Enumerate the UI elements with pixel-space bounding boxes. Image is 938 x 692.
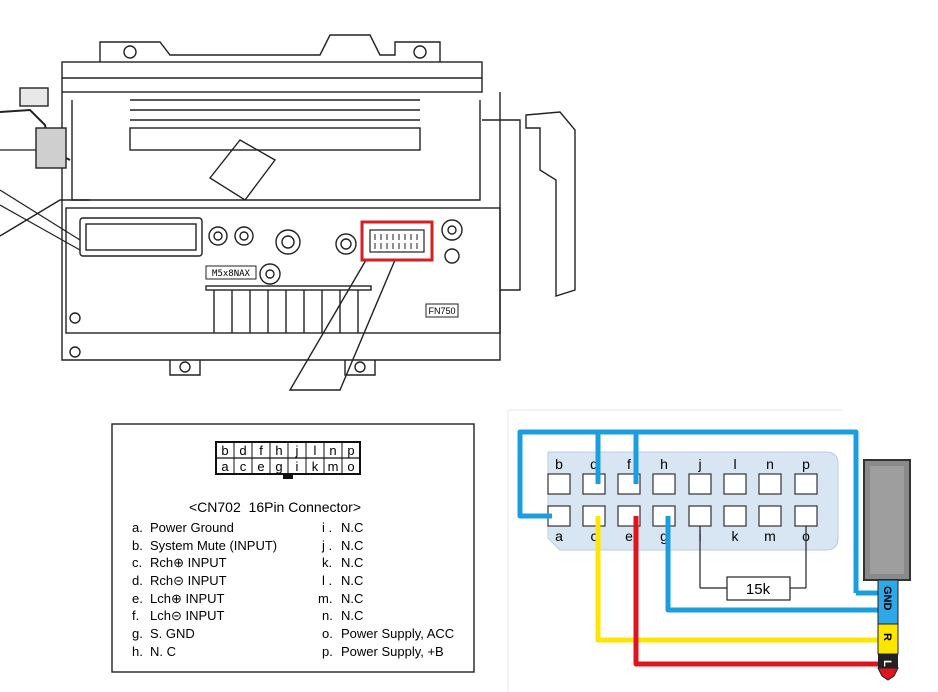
pin-box-n	[758, 473, 782, 495]
wiring-pin-top: h	[660, 456, 668, 472]
wiring-pin-top: f	[627, 456, 631, 472]
pin-description: System Mute (INPUT)	[150, 538, 277, 553]
pin-letter: f.	[132, 608, 139, 623]
pin-description: N.C	[341, 608, 363, 623]
left-channel-wire	[633, 516, 878, 667]
audio-plug	[863, 459, 911, 681]
code-label: FN750	[428, 306, 455, 316]
pin-letter: i .	[322, 520, 332, 535]
pin-description: Power Supply, +B	[341, 644, 444, 659]
pin-description: Power Ground	[150, 520, 234, 535]
pin-description: Lch⊝ INPUT	[150, 608, 225, 623]
pin-description: N. C	[150, 644, 176, 659]
wiring-pin-bottom: k	[732, 528, 740, 544]
wiring-pin-top: n	[766, 456, 774, 472]
mini-pin-top: h	[275, 443, 282, 458]
mini-pin-bottom: g	[275, 459, 282, 474]
cn702-socket	[369, 229, 425, 253]
pin-description: N.C	[341, 520, 363, 535]
connector-title: <CN702 16Pin Connector>	[189, 499, 361, 515]
pin-letter: a.	[132, 520, 143, 535]
plug-label-gnd: GND	[881, 586, 893, 611]
pin-letter: k.	[322, 555, 332, 570]
pin-letter: m.	[318, 591, 332, 606]
mini-pin-top: n	[329, 443, 336, 458]
pin-box-l	[723, 473, 747, 495]
pin-letter: d.	[132, 573, 143, 588]
pin-letter: b.	[132, 538, 143, 553]
wiring-panel	[507, 409, 842, 692]
pin-description: Power Supply, ACC	[341, 626, 454, 641]
ground-wire	[517, 429, 878, 613]
pin-box-p	[794, 473, 818, 495]
pin-description: Rch⊝ INPUT	[150, 573, 227, 588]
part-label-box	[205, 265, 257, 280]
pin-box-h	[652, 473, 676, 495]
wiring-pin-top: p	[802, 456, 810, 472]
pin-description: N.C	[341, 591, 363, 606]
mini-pin-top: j	[295, 443, 299, 458]
pin-letter: l .	[322, 573, 332, 588]
pin-letter: g.	[132, 626, 143, 641]
pin-box-m	[758, 505, 782, 527]
pin-description: N.C	[341, 573, 363, 588]
mini-pin-top: d	[239, 443, 246, 458]
pin-box-i	[688, 505, 712, 527]
pin-description: Rch⊕ INPUT	[150, 555, 227, 570]
pin-description: S. GND	[150, 626, 195, 641]
pin-box-d	[582, 473, 606, 495]
wiring-pin-bottom: a	[555, 528, 563, 544]
mini-pin-bottom: a	[221, 459, 229, 474]
mini-pin-top: b	[221, 443, 228, 458]
pin-letter: o.	[322, 626, 333, 641]
pin-description: N.C	[341, 538, 363, 553]
mini-pin-bottom: k	[312, 459, 319, 474]
plug-label-right: R	[881, 633, 893, 641]
mini-pin-top: l	[314, 443, 317, 458]
code-label-box	[425, 303, 459, 318]
wiring-pin-top: l	[733, 456, 736, 472]
mini-pin-bottom: m	[328, 459, 339, 474]
wiring-pin-top: b	[555, 456, 563, 472]
wiring-pin-bottom: m	[764, 528, 776, 544]
pin-letter: p.	[322, 644, 333, 659]
right-channel-wire	[595, 516, 878, 643]
mini-pin-bottom: i	[296, 459, 299, 474]
pin-letter: e.	[132, 591, 143, 606]
wiring-pin-top: d	[590, 456, 598, 472]
resistor-15k	[699, 526, 807, 601]
mini-pin-bottom: o	[347, 459, 354, 474]
mini-connector: b d f h j l n p a c e g i k m o	[215, 441, 361, 479]
mini-pin-top: f	[259, 443, 263, 458]
pin-box-o	[794, 505, 818, 527]
wiring-pin-bottom: c	[591, 528, 598, 544]
plug-label-left: L	[881, 660, 893, 667]
pin-letter: h.	[132, 644, 143, 659]
pin-box-g	[652, 505, 676, 527]
wiring-pin-bottom: g	[660, 528, 668, 544]
wiring-pin-top: j	[697, 456, 701, 472]
wiring-pin-bottom: e	[625, 528, 633, 544]
pin-letter: c.	[132, 555, 142, 570]
mini-pin-top: p	[347, 443, 354, 458]
mini-pin-bottom: e	[257, 459, 264, 474]
resistor-label: 15k	[746, 581, 771, 598]
pin-letter: n.	[322, 608, 333, 623]
pin-description: Lch⊕ INPUT	[150, 591, 225, 606]
pin-box-b	[547, 473, 571, 495]
pin-box-c	[582, 505, 606, 527]
pin-description: N.C	[341, 555, 363, 570]
pin-box-j	[688, 473, 712, 495]
pin-box-k	[723, 505, 747, 527]
mini-pin-bottom: c	[240, 459, 247, 474]
part-label: M5x8NAX	[212, 269, 251, 279]
cn702-socket-pins	[374, 234, 418, 249]
head-unit-drawing	[0, 34, 576, 391]
pin-letter: j .	[321, 538, 332, 553]
